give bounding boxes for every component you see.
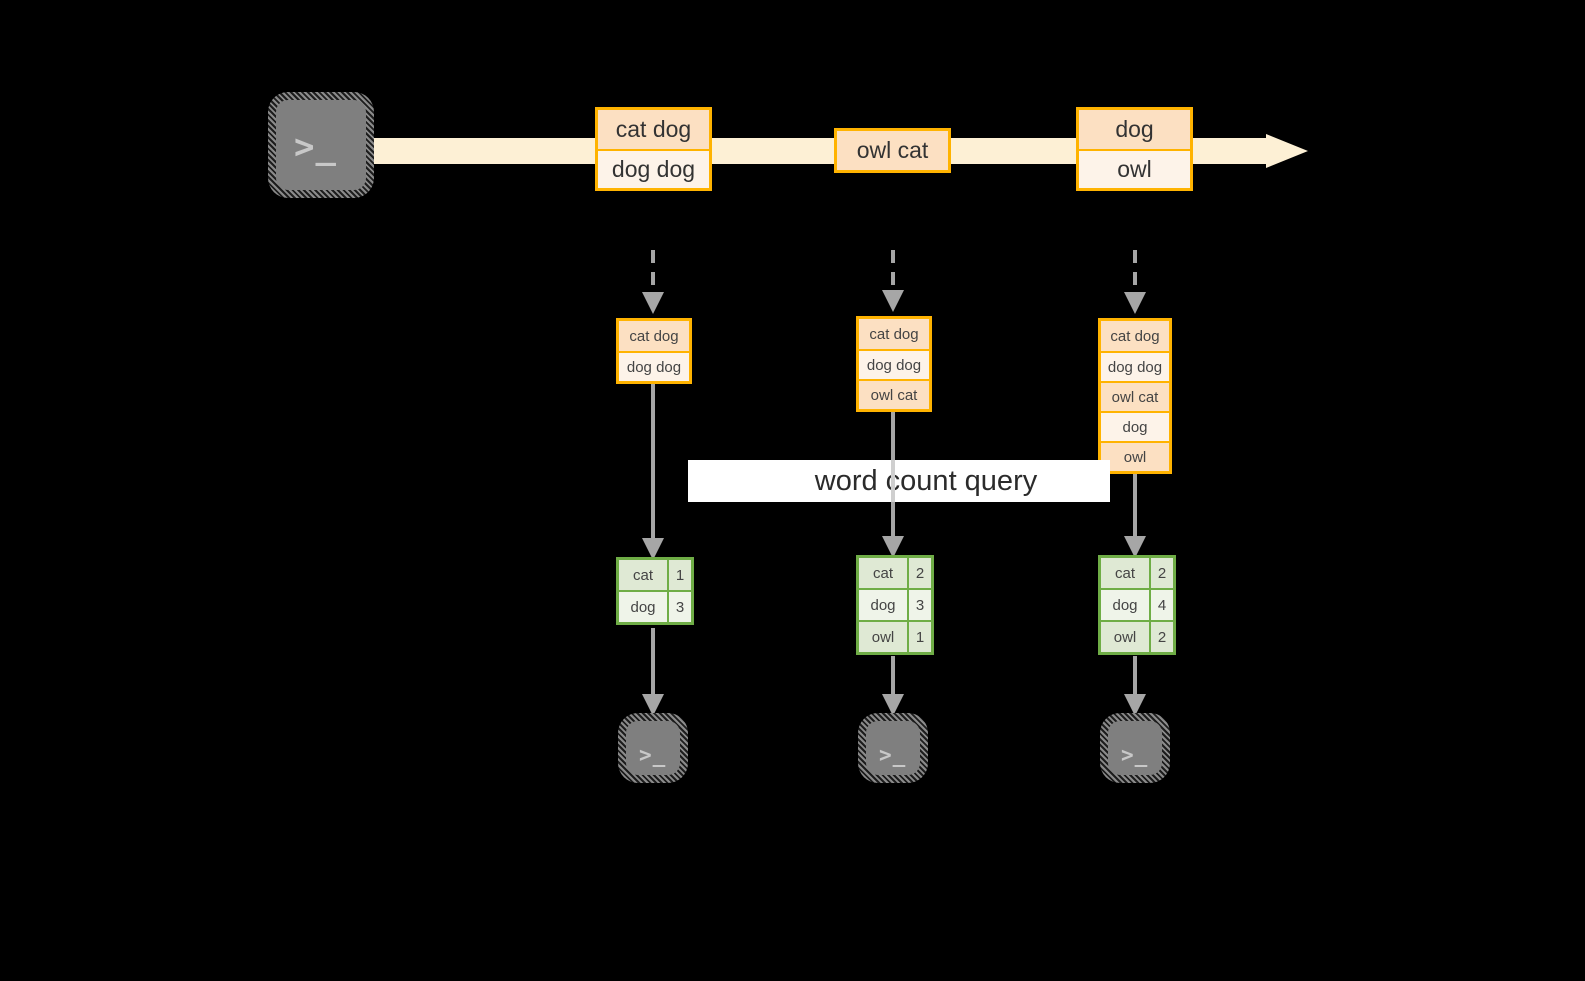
result-word: owl (1101, 622, 1149, 652)
table-row: owl 2 (1101, 620, 1173, 652)
prompt-glyph: >_ (1121, 743, 1149, 767)
event-line: owl (1079, 149, 1190, 188)
terminal-face (1108, 721, 1162, 775)
result-count: 2 (907, 558, 931, 588)
prompt-glyph: >_ (294, 127, 337, 167)
buffer-box-2[interactable]: cat dog dog dog owl cat (856, 316, 932, 412)
buffer-box-1[interactable]: cat dog dog dog (616, 318, 692, 384)
table-row: dog 4 (1101, 588, 1173, 620)
sink-connector-1 (642, 628, 664, 716)
result-word: cat (1101, 558, 1149, 588)
result-word: cat (859, 558, 907, 588)
query-label-band: word count query (688, 460, 1110, 502)
result-count: 4 (1149, 590, 1173, 620)
event-line: owl cat (837, 131, 948, 170)
sink-terminal-icon-3: >_ (1100, 713, 1170, 783)
table-row: dog 3 (619, 590, 691, 622)
sink-terminal-icon-2: >_ (858, 713, 928, 783)
query-connector-3 (1124, 470, 1146, 558)
buffer-line: dog (1101, 411, 1169, 441)
stream-event-3[interactable]: dog owl (1076, 107, 1193, 191)
event-line: cat dog (598, 110, 709, 149)
table-row: owl 1 (859, 620, 931, 652)
result-word: dog (619, 592, 667, 622)
result-word: owl (859, 622, 907, 652)
terminal-face (276, 100, 366, 190)
result-table-3[interactable]: cat 2 dog 4 owl 2 (1098, 555, 1176, 655)
query-label: word count query (814, 464, 1038, 497)
prompt-glyph: >_ (639, 743, 667, 767)
terminal-face (626, 721, 680, 775)
source-terminal-icon: >_ (268, 92, 374, 198)
result-count: 1 (667, 560, 691, 590)
table-row: cat 2 (859, 558, 931, 588)
sink-connector-3 (1124, 656, 1146, 716)
result-table-1[interactable]: cat 1 dog 3 (616, 557, 694, 625)
buffer-line: cat dog (619, 321, 689, 351)
buffer-line: dog dog (619, 351, 689, 381)
result-count: 3 (667, 592, 691, 622)
dashed-connector-3 (1124, 250, 1146, 314)
stream-event-1[interactable]: cat dog dog dog (595, 107, 712, 191)
buffer-line: cat dog (1101, 321, 1169, 351)
sink-terminal-icon-1: >_ (618, 713, 688, 783)
result-count: 2 (1149, 622, 1173, 652)
stream-event-2[interactable]: owl cat (834, 128, 951, 173)
table-row: dog 3 (859, 588, 931, 620)
buffer-line: cat dog (859, 319, 929, 349)
event-line: dog (1079, 110, 1190, 149)
result-word: cat (619, 560, 667, 590)
buffer-line: owl (1101, 441, 1169, 471)
result-word: dog (1101, 590, 1149, 620)
dashed-connector-2 (882, 250, 904, 312)
terminal-face (866, 721, 920, 775)
dashed-connector-1 (642, 250, 664, 314)
event-line: dog dog (598, 149, 709, 188)
prompt-glyph: >_ (879, 743, 907, 767)
query-connector-1 (642, 380, 664, 560)
sink-connector-2 (882, 656, 904, 716)
query-connector-2-overlay (891, 460, 895, 502)
buffer-line: owl cat (1101, 381, 1169, 411)
buffer-line: dog dog (859, 349, 929, 379)
result-word: dog (859, 590, 907, 620)
buffer-line: dog dog (1101, 351, 1169, 381)
result-count: 3 (907, 590, 931, 620)
table-row: cat 1 (619, 560, 691, 590)
result-count: 1 (907, 622, 931, 652)
result-table-2[interactable]: cat 2 dog 3 owl 1 (856, 555, 934, 655)
buffer-line: owl cat (859, 379, 929, 409)
table-row: cat 2 (1101, 558, 1173, 588)
buffer-box-3[interactable]: cat dog dog dog owl cat dog owl (1098, 318, 1172, 474)
result-count: 2 (1149, 558, 1173, 588)
